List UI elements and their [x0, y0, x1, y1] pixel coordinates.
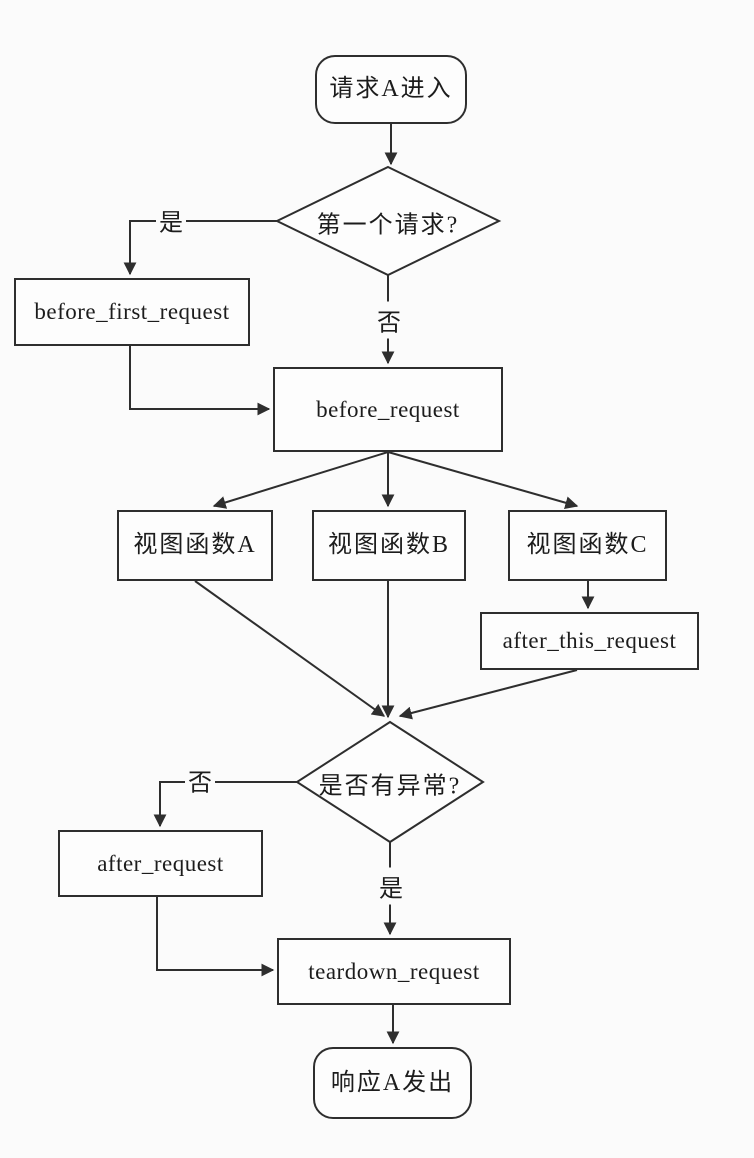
edge-bfr-to-before-request	[129, 346, 271, 416]
node-after-this-request: after_this_request	[480, 612, 699, 670]
node-start: 请求A进入	[315, 55, 467, 124]
edge-label-first-no: 否	[374, 301, 404, 339]
node-before-first-request: before_first_request	[14, 278, 250, 346]
node-end: 响应A发出	[313, 1047, 472, 1119]
edge-decision2-no	[153, 781, 297, 828]
node-after-request: after_request	[58, 830, 263, 897]
node-teardown-request: teardown_request	[277, 938, 511, 1005]
edge-label-first-yes: 是	[156, 201, 186, 239]
edge-ar-to-teardown	[156, 897, 275, 977]
node-before-request: before_request	[273, 367, 503, 452]
node-view-function-c: 视图函数C	[508, 510, 667, 581]
decision-diamond-exception	[295, 720, 485, 844]
node-view-function-b: 视图函数B	[312, 510, 466, 581]
node-view-function-a: 视图函数A	[117, 510, 273, 581]
edge-decision1-yes	[123, 220, 277, 276]
edge-to-view-a	[212, 451, 389, 509]
edge-label-exception-no: 否	[185, 761, 215, 799]
edge-viewa-to-decision2	[194, 580, 386, 717]
decision-diamond-first-request	[274, 165, 502, 277]
node-first-request-decision-label: 第一个请求?	[316, 212, 460, 239]
edge-label-exception-yes: 是	[376, 867, 406, 905]
node-exception-decision-label: 是否有异常?	[318, 773, 462, 800]
edge-to-view-c	[387, 451, 579, 510]
edge-atr-to-decision2	[398, 669, 578, 720]
